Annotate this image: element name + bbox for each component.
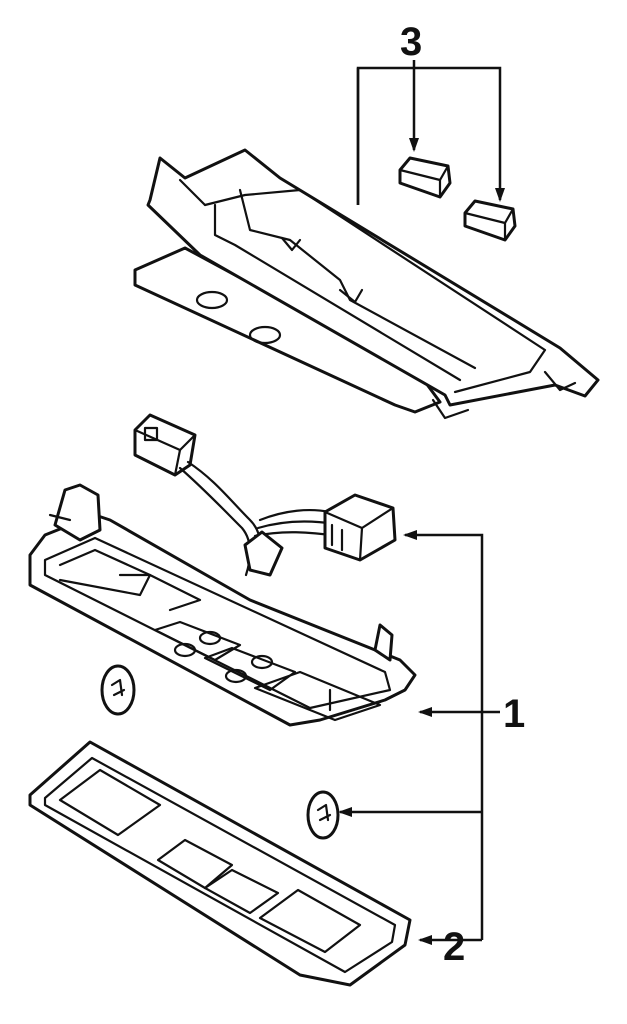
connector-middle xyxy=(243,530,284,577)
clip-right xyxy=(463,199,517,242)
mounting-bracket xyxy=(133,148,600,420)
bulb-right xyxy=(306,790,340,840)
callout-1: 1 xyxy=(503,692,525,736)
leader-lines xyxy=(338,60,505,945)
clip-left xyxy=(398,156,452,199)
connector-lower xyxy=(323,493,397,562)
connector-upper xyxy=(133,413,197,477)
callout-3: 3 xyxy=(400,20,422,64)
lamp-housing xyxy=(28,483,417,727)
lens-cover xyxy=(28,740,412,987)
bulb-left xyxy=(100,664,136,716)
callout-2: 2 xyxy=(443,925,465,969)
